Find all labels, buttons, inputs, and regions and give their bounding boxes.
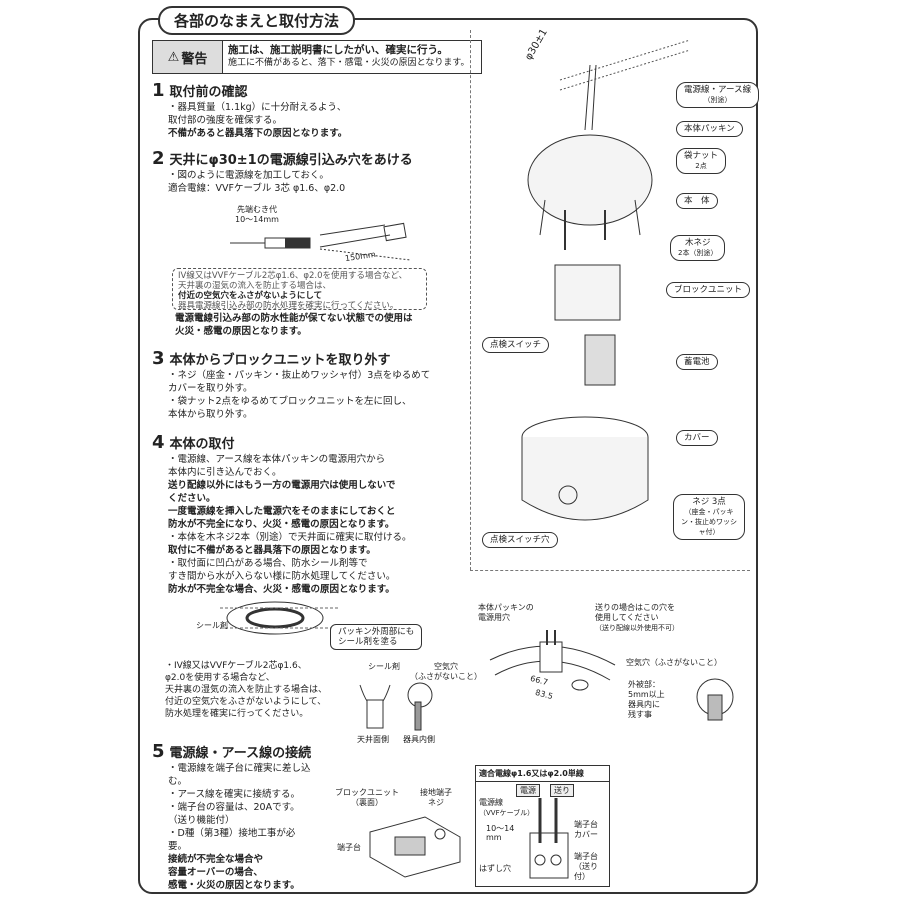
earth-terminal-label: 接地端子 ネジ <box>420 788 452 807</box>
block-unit-back-diagram <box>369 816 461 878</box>
check-switch-callout: 点検スイッチ <box>482 337 550 353</box>
warning-box: ⚠ 警告 施工は、施工説明書にしたがい、確実に行う。 施工に不備があると、落下・… <box>152 40 482 74</box>
block-unit-back-label: ブロックユニット （裏面） <box>335 788 399 807</box>
power-wire-callout: 電源線・アース線 （別途） <box>676 82 760 108</box>
sealant2-label: シール剤 <box>368 662 400 671</box>
cover-callout: カバー <box>676 430 718 446</box>
right-divider <box>470 30 471 570</box>
outer-label: 外被部： 5mm以上 器具内に 残す事 <box>628 680 665 719</box>
warning-text: 施工は、施工説明書にしたがい、確実に行う。 施工に不備があると、落下・感電・火災… <box>228 44 470 68</box>
iv-note-2: ・IV線又はVVFケーブル2芯φ1.6、 φ2.0を使用する場合など、 天井裏の… <box>165 661 328 719</box>
terminal-diagram <box>529 798 569 879</box>
packing-outer-callout: パッキン外周部にも シール剤を塗る <box>330 624 423 650</box>
ceiling-side-label: 天井面側 <box>357 735 389 744</box>
check-switch-hole-callout: 点検スイッチ穴 <box>482 532 558 548</box>
body-packing-hole-label: 本体パッキンの 電源用穴 <box>478 603 534 622</box>
feed-hole-label: 送りの場合はこの穴を 使用してください （送り配線以外使用不可） <box>595 603 679 632</box>
conn-wire-label: 電源線 （VVFケーブル） <box>479 798 535 817</box>
cap-nut-callout: 袋ナット 2点 <box>676 148 727 174</box>
body-packing-callout: 本体パッキン <box>676 121 743 137</box>
battery-callout: 蓄電池 <box>676 354 718 370</box>
outer-detail-diagram <box>696 678 734 721</box>
seal-diagram <box>220 601 340 635</box>
conn-tb-label: 端子台 （送り付） <box>574 852 598 881</box>
iv-warning: 電源電線引込み部の防水性能が保てない状態での使用は 火災・感電の原因となります。 <box>175 313 413 337</box>
cover-view <box>521 416 649 521</box>
warning-triangle-icon: ⚠ <box>167 49 180 65</box>
connection-box: 適合電線φ1.6又はφ2.0単線 電源 送り 電源線 （VVFケーブル） 10～… <box>475 765 610 887</box>
exploded-view <box>527 39 691 386</box>
conn-release-label: はずし穴 <box>479 864 511 873</box>
block-unit-callout: ブロックユニット <box>666 282 751 298</box>
body-callout: 本 体 <box>676 193 718 209</box>
iv-note: IV線又はVVFケーブル2芯φ1.6、φ2.0を使用する場合など、 天井裏の湿気… <box>172 268 427 311</box>
conn-strip-label: 10～14 mm <box>486 824 515 842</box>
page-title: 各部のなまえと取付方法 <box>158 6 356 35</box>
conn-cover-label: 端子台 カバー <box>574 820 598 839</box>
main-frame <box>138 18 758 894</box>
packing-hole-diagram <box>489 630 616 691</box>
air-hole-label: 空気穴（ふさがないこと） <box>626 658 722 667</box>
conn-headers: 電源 送り <box>516 784 574 797</box>
sealant-label: シール剤 <box>196 621 228 630</box>
strip-label: 先端むき代 10～14mm <box>235 205 279 224</box>
seal-detail-diagram <box>359 682 433 731</box>
terminal-block-label: 端子台 <box>337 843 361 852</box>
air-hole2-label: 空気穴 （ふさがないこと） <box>410 662 482 681</box>
wood-screw-callout: 木ネジ 2本（別途） <box>670 235 726 261</box>
horizontal-divider <box>470 570 750 571</box>
wire-diagram <box>230 222 411 261</box>
screw3-callout: ネジ 3点 （座金・パッキン・抜止めワッシャ付） <box>673 494 745 540</box>
warning-label: ⚠ 警告 <box>153 41 223 73</box>
fixture-side-label: 器具内側 <box>403 735 435 744</box>
